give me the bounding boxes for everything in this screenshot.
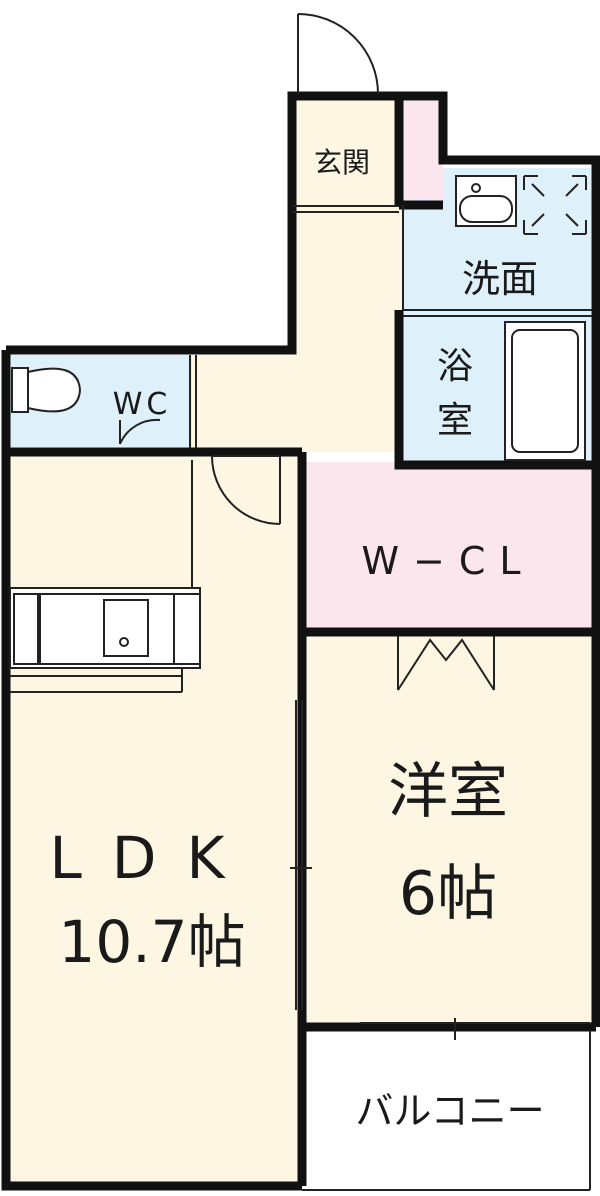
wc-door — [119, 418, 161, 445]
hall-floor-lower — [190, 355, 403, 452]
wash-basin-icon — [455, 175, 517, 227]
ldk-size-label: 10.7帖 — [58, 908, 245, 976]
bathtub-icon — [504, 321, 586, 461]
closet-doors — [397, 636, 495, 691]
ldk-door — [211, 455, 281, 525]
wc-label: WC — [113, 387, 172, 422]
ldk-name-label: LDK — [49, 824, 254, 892]
wcl-floor — [302, 462, 592, 632]
yoku-label-2: 室 — [437, 400, 473, 441]
yoku-label-1: 浴 — [437, 346, 473, 387]
shoe-closet — [403, 101, 443, 199]
washer-pan-icon — [523, 175, 587, 235]
yoshitsu-floor — [302, 632, 592, 1027]
left-outer-wall — [1, 350, 302, 1191]
thin-lines — [189, 205, 592, 1191]
bath-enclosure-wall — [394, 96, 596, 470]
senmen-label: 洗面 — [462, 257, 538, 301]
genkan-label: 玄関 — [314, 146, 370, 179]
toilet-icon — [11, 367, 82, 413]
entrance-door — [297, 13, 379, 95]
yoshitsu-name-label: 洋室 — [388, 757, 508, 827]
ldk-floor — [6, 452, 302, 1182]
outer-wall — [6, 91, 600, 632]
balcony-floor — [302, 1030, 592, 1190]
kitchen-counter — [9, 460, 201, 693]
wcl-label: W−CL — [361, 539, 534, 583]
balcony-label: バルコニー — [355, 1089, 544, 1133]
walls — [1, 91, 600, 1191]
yoshitsu-size-label: 6帖 — [399, 859, 497, 929]
